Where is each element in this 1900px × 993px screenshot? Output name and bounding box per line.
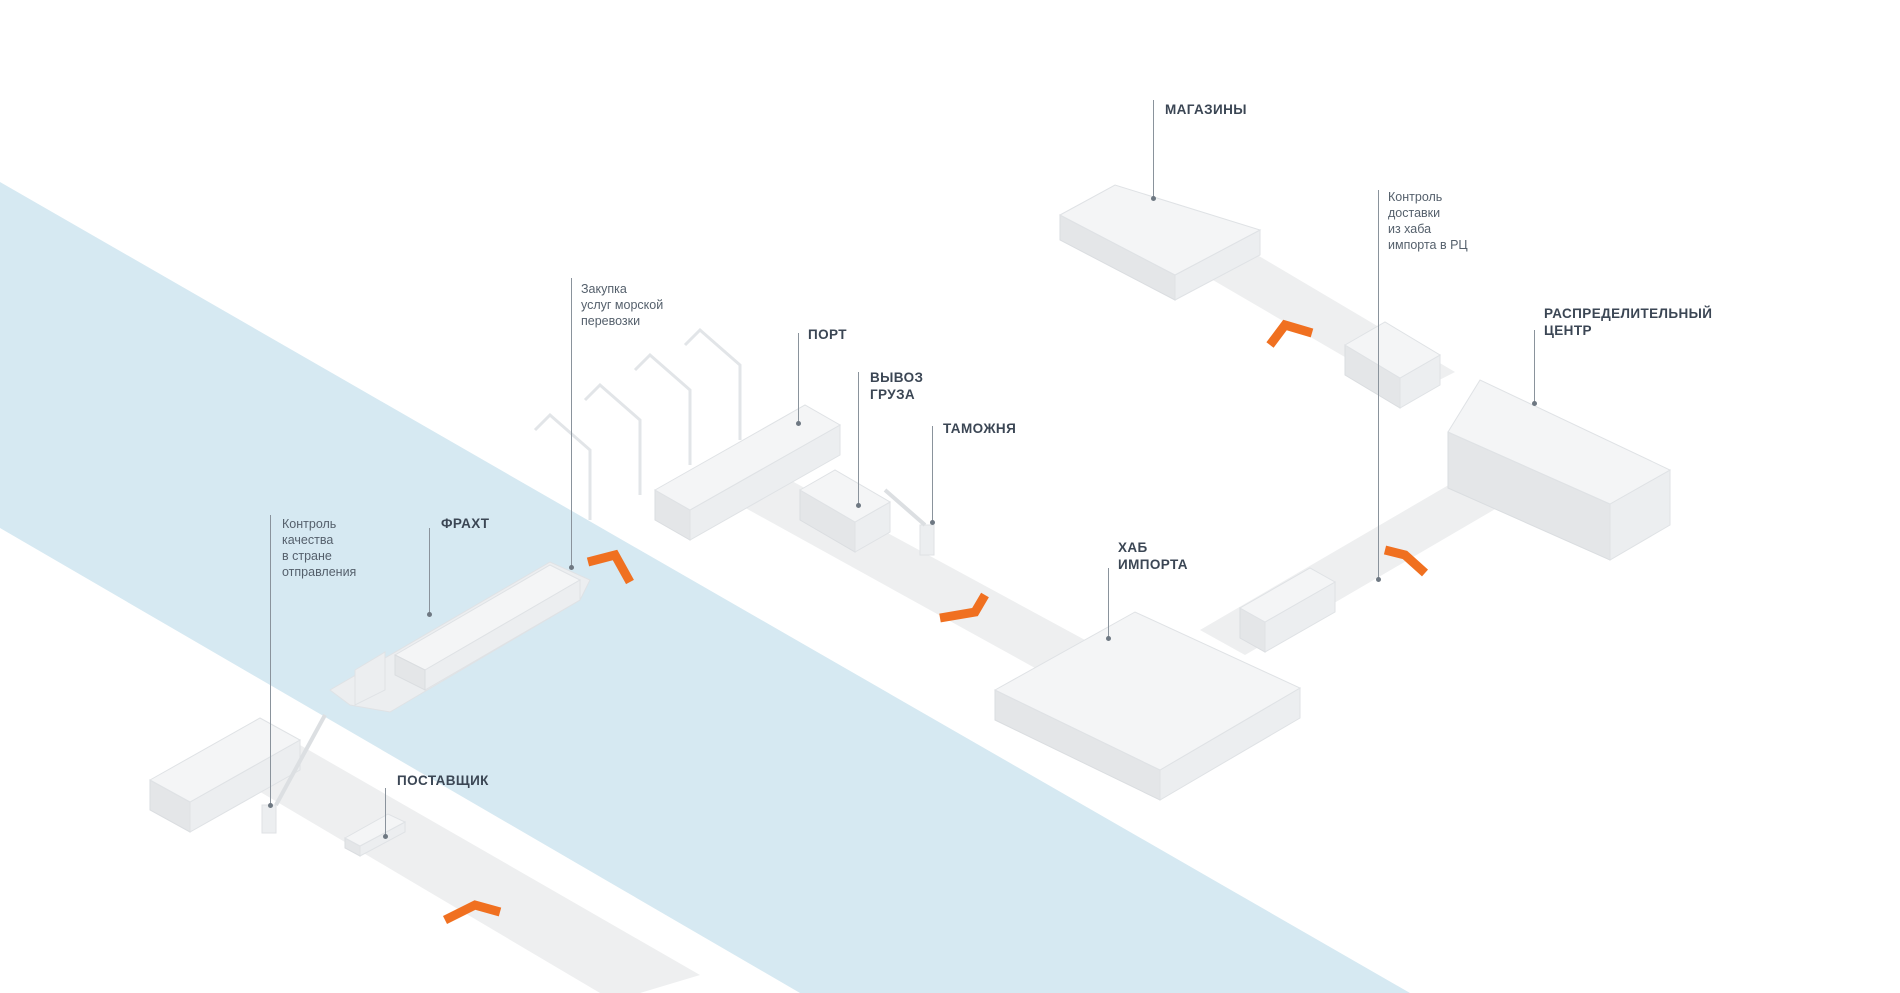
leader-port xyxy=(798,333,799,423)
leader-quality-control xyxy=(270,515,271,805)
distribution-center-building xyxy=(1447,379,1672,561)
dot-port xyxy=(796,421,801,426)
sea-water xyxy=(0,182,1410,993)
label-port: ПОРТ xyxy=(808,327,847,342)
supplier-car xyxy=(343,813,407,857)
cargo-truck xyxy=(798,469,892,553)
leader-cargo-removal xyxy=(858,372,859,505)
dot-distribution-center xyxy=(1532,401,1537,406)
label-cargo-removal: ВЫВОЗ ГРУЗА xyxy=(870,370,924,402)
leader-customs xyxy=(932,426,933,522)
arrow-hub-rc xyxy=(1383,545,1429,577)
arrow-ship xyxy=(586,549,634,585)
customs-barrier xyxy=(883,488,935,556)
label-supplier: ПОСТАВЩИК xyxy=(397,773,489,788)
port-cranes xyxy=(533,327,742,520)
leader-sea-purchase xyxy=(571,278,572,568)
dot-cargo-removal xyxy=(856,503,861,508)
arrow-port-hub xyxy=(939,592,989,623)
leader-shops xyxy=(1153,100,1154,198)
arrow-rc-shops xyxy=(1266,319,1314,348)
dot-import-hub xyxy=(1106,636,1111,641)
shops-building xyxy=(1058,184,1262,301)
leader-import-hub xyxy=(1108,568,1109,638)
road-supplier xyxy=(240,745,700,993)
flow-arrows xyxy=(442,319,1429,925)
dot-sea-purchase xyxy=(569,565,574,570)
arrow-supplier xyxy=(442,900,502,925)
dot-freight xyxy=(427,612,432,617)
port-containers xyxy=(653,404,842,541)
hub-truck xyxy=(1238,567,1337,653)
label-sea-purchase: Закупка услуг морской перевозки xyxy=(581,282,664,328)
dot-delivery-control xyxy=(1376,577,1381,582)
rc-truck xyxy=(1344,321,1441,409)
leader-delivery-control xyxy=(1378,190,1379,580)
cargo-ship xyxy=(329,561,591,713)
supplier-warehouse xyxy=(148,717,302,833)
label-import-hub: ХАБ ИМПОРТА xyxy=(1118,540,1188,572)
dot-shops xyxy=(1151,196,1156,201)
dot-quality-control xyxy=(268,803,273,808)
label-customs: ТАМОЖНЯ xyxy=(943,421,1017,436)
label-delivery-control: Контроль доставки из хаба импорта в РЦ xyxy=(1388,190,1468,252)
leader-distribution-center xyxy=(1534,330,1535,403)
leader-supplier xyxy=(385,788,386,836)
label-distribution-center: РАСПРЕДЕЛИТЕЛЬНЫЙ ЦЕНТР xyxy=(1544,306,1713,338)
label-quality-control: Контроль качества в стране отправления xyxy=(282,517,357,579)
label-freight: ФРАХТ xyxy=(441,516,490,531)
import-hub-warehouse xyxy=(993,611,1302,801)
dot-customs xyxy=(930,520,935,525)
label-shops: МАГАЗИНЫ xyxy=(1165,102,1247,117)
leader-freight xyxy=(429,528,430,614)
dot-supplier xyxy=(383,834,388,839)
